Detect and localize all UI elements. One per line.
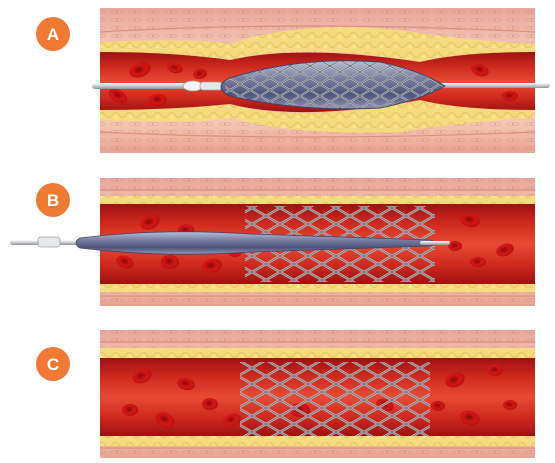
step-label-b: B: [47, 191, 59, 210]
step-badge-c: C: [36, 347, 70, 381]
step-label-c: C: [47, 355, 59, 374]
panel-a: [92, 8, 550, 153]
step-badge-a: A: [36, 17, 70, 51]
step-badge-b: B: [36, 183, 70, 217]
step-label-a: A: [47, 25, 59, 44]
stent-mesh-icon: [240, 362, 430, 436]
panel-b: [10, 178, 535, 306]
panel-c: [100, 330, 535, 458]
